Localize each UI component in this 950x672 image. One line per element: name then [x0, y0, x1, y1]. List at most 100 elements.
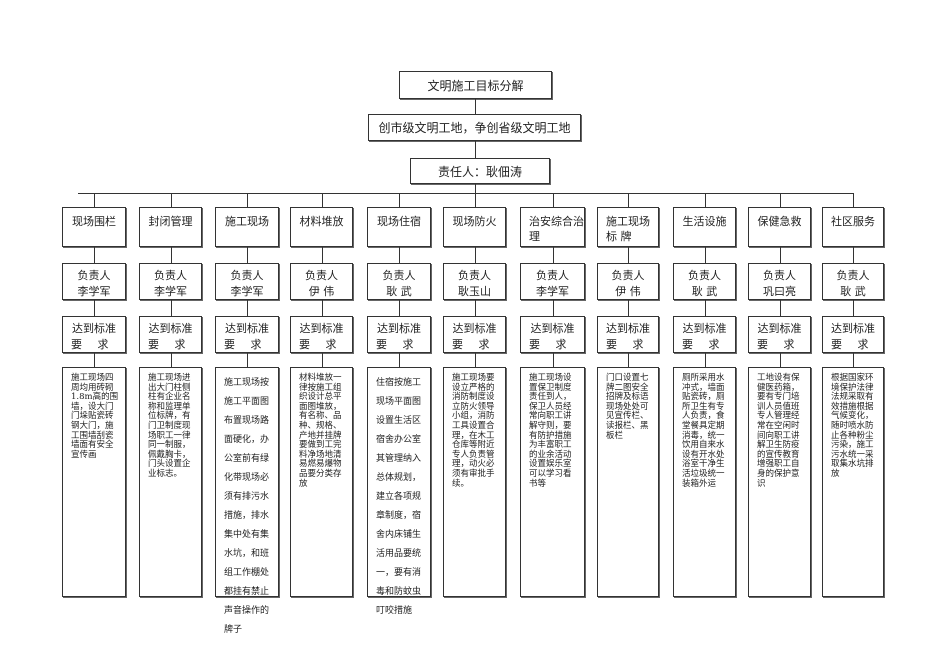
chart-title-box: 文明施工目标分解	[399, 71, 552, 99]
responsible-label: 负责人	[458, 269, 491, 282]
standard-box: 达到标准 要 求	[748, 316, 811, 353]
goal-text: 创市级文明工地，争创省级文明工地	[378, 121, 571, 135]
responsible-box: 责任人：耿佃涛	[410, 158, 550, 184]
category-label: 现场住宿	[377, 215, 421, 228]
standard-line-1: 达到标准	[606, 322, 650, 335]
standard-line-2: 要 求	[831, 338, 875, 351]
standard-box: 达到标准 要 求	[290, 316, 353, 353]
standard-box: 达到标准 要 求	[443, 316, 506, 353]
description-box: 施工现场四周均用砖砌1.8m高的围墙，设大门门垛贴瓷砖钢大门，施工围墙刮瓷墙面有…	[62, 367, 126, 597]
standard-line-2: 要 求	[376, 338, 420, 351]
connector	[705, 247, 706, 263]
standard-line-1: 达到标准	[682, 322, 727, 335]
responsible-person-box: 负责人 伊 伟	[597, 263, 659, 300]
connector	[780, 353, 781, 367]
standard-box: 达到标准 要 求	[822, 316, 884, 353]
standard-box: 达到标准 要 求	[597, 316, 659, 353]
connector	[628, 353, 629, 367]
responsible-person: 李学军	[230, 285, 264, 298]
connector	[853, 353, 854, 367]
connector	[322, 247, 323, 263]
connector	[853, 300, 854, 316]
responsible-text: 责任人：耿佃涛	[437, 164, 522, 179]
responsible-label: 负责人	[536, 269, 569, 282]
description-text: 厕所采用水冲式，墙面贴瓷砖，厕所卫生有专人负责，食堂餐具定期消毒，统一饮用自来水…	[682, 373, 725, 489]
standard-box: 达到标准 要 求	[139, 316, 202, 353]
connector	[171, 353, 172, 367]
description-box: 门口设置七牌二图安全招牌及标语现场处处可见宣传栏、读报栏、黑板栏	[597, 367, 659, 597]
standard-line-2: 要 求	[606, 338, 650, 351]
standard-box: 达到标准 要 求	[367, 316, 431, 353]
standard-line-2: 要 求	[452, 338, 496, 351]
category-label: 生活设施	[682, 215, 727, 228]
standard-line-2: 要 求	[71, 338, 115, 351]
category-label: 保健急救	[757, 215, 802, 228]
category-box: 社区服务	[822, 207, 884, 247]
category-box: 生活设施	[673, 207, 736, 247]
description-text: 住宿按施工现场平面图设置生活区宿舍办公室其管理纳入总体规划，建立各项规章制度，宿…	[376, 378, 422, 616]
standard-line-1: 达到标准	[148, 322, 193, 335]
connector	[628, 193, 629, 207]
connector	[399, 353, 400, 367]
connector	[322, 193, 323, 207]
connector	[171, 247, 172, 263]
connector	[553, 193, 554, 207]
responsible-person: 耿玉山	[458, 285, 491, 298]
standard-line-2: 要 求	[682, 338, 726, 351]
connector	[705, 300, 706, 316]
responsible-person: 李学军	[154, 285, 187, 298]
standard-line-1: 达到标准	[831, 322, 875, 335]
category-box: 现场住宿	[367, 207, 431, 247]
description-box: 施工现场要设立严格的消防制度设立防火领导小组，消防工具设置合理，在木工仓库等附近…	[443, 367, 506, 597]
responsible-label: 负责人	[154, 269, 187, 282]
responsible-person-box: 负责人 耿玉山	[443, 263, 506, 300]
standard-line-1: 达到标准	[225, 322, 269, 335]
connector	[780, 193, 781, 207]
category-label: 现场围栏	[72, 215, 116, 228]
connector	[475, 193, 476, 207]
connector	[705, 353, 706, 367]
connector	[475, 300, 476, 316]
responsible-label: 负责人	[230, 269, 264, 282]
standard-line-2: 要 求	[529, 338, 573, 351]
responsible-person: 耿 武	[386, 285, 412, 298]
responsible-person: 伊 伟	[615, 285, 641, 298]
chart-title: 文明施工目标分解	[427, 78, 524, 93]
responsible-person-box: 负责人 伊 伟	[290, 263, 353, 300]
description-text: 材料堆放一律按施工组织设计总平面图堆放，有名称、品种、规格、产地并挂牌要做到工完…	[299, 373, 342, 489]
description-box: 根据国家环境保护法律法规采取有效措施根据气候变化，随时喷水防止各种粉尘污染，施工…	[822, 367, 884, 597]
standard-line-1: 达到标准	[452, 322, 497, 335]
category-box: 封闭管理	[139, 207, 202, 247]
description-text: 门口设置七牌二图安全招牌及标语现场处处可见宣传栏、读报栏、黑板栏	[606, 373, 649, 441]
connector	[399, 300, 400, 316]
description-text: 施工现场四周均用砖砌1.8m高的围墙，设大门门垛贴瓷砖钢大门，施工围墙刮瓷墙面有…	[71, 373, 119, 460]
responsible-label: 负责人	[763, 269, 796, 282]
connector	[322, 353, 323, 367]
description-text: 施工现场要设立严格的消防制度设立防火领导小组，消防工具设置合理，在木工仓库等附近…	[452, 373, 495, 489]
connector	[705, 193, 706, 207]
responsible-label: 负责人	[305, 269, 338, 282]
responsible-person: 伊 伟	[308, 285, 335, 298]
connector	[553, 247, 554, 263]
responsible-label: 负责人	[836, 269, 870, 282]
connector	[94, 193, 95, 207]
standard-box: 达到标准 要 求	[215, 316, 279, 353]
horizontal-branch-line	[78, 193, 853, 194]
connector	[94, 300, 95, 316]
connector	[553, 353, 554, 367]
description-box: 施工现场进出大门柱侧柱有企业名称和监理单位标牌，有门卫制度现场职工一律同一制服，…	[139, 367, 202, 597]
description-text: 施工现场设置保卫制度责任到人，保卫人员经常向职工讲解守则，要有防护措施为丰富职工…	[529, 373, 572, 489]
category-box: 现场围栏	[62, 207, 126, 247]
category-label: 封闭管理	[148, 215, 193, 228]
connector	[780, 247, 781, 263]
category-label: 治安综合治 理	[529, 215, 584, 243]
responsible-label: 负责人	[688, 269, 721, 282]
responsible-person-box: 负责人 耿 武	[822, 263, 884, 300]
connector	[853, 247, 854, 263]
responsible-person: 巩曰亮	[763, 285, 796, 298]
responsible-label: 负责人	[611, 269, 645, 282]
goal-box: 创市级文明工地，争创省级文明工地	[368, 114, 581, 141]
connector	[628, 247, 629, 263]
category-label: 材料堆放	[299, 215, 344, 228]
connector	[475, 184, 476, 194]
